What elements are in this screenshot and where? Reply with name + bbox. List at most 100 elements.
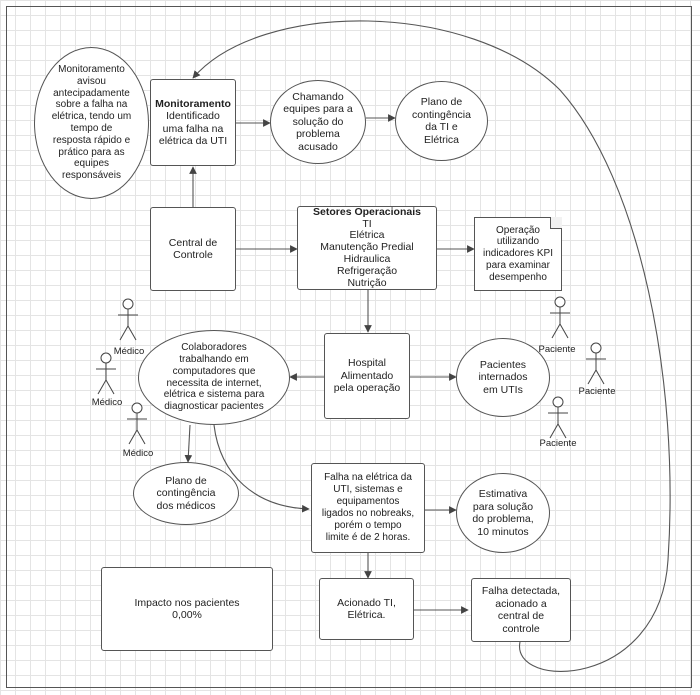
text-line: solução do	[292, 115, 344, 128]
arrow-detectada-to-monitoramento	[192, 20, 671, 672]
text-line: antecipadamente	[53, 87, 130, 99]
text-line: Monitoramento	[58, 64, 125, 76]
text-line: problema	[296, 128, 340, 141]
text-line: da TI e	[425, 121, 458, 133]
paciente-1-actor-icon	[550, 296, 570, 339]
medico-2-label: Médico	[91, 397, 123, 408]
text-line: Central de	[168, 236, 218, 249]
text-line: computadores que	[172, 365, 256, 377]
text-line: equipamentos	[336, 496, 400, 507]
text-line: necessita de internet,	[166, 377, 262, 389]
text-line: resposta rápido e	[52, 134, 131, 146]
paciente-2-actor-icon	[586, 342, 606, 385]
text-line: para examinar	[486, 259, 550, 271]
paciente-1-label: Paciente	[538, 344, 576, 355]
text-line: ligados no nobreaks,	[321, 508, 415, 519]
text-line: Estimativa	[478, 488, 528, 500]
text-line: Plano de	[420, 96, 463, 108]
text-line: Elétrica.	[347, 609, 386, 621]
text-line: acusado	[298, 140, 338, 153]
text-line: uma falha na	[162, 122, 224, 135]
text-line: tempo de	[70, 123, 113, 134]
text-line: diagnosticar pacientes	[164, 401, 264, 413]
text-line: controle	[502, 622, 540, 635]
medico-1-label: Médico	[113, 346, 145, 357]
medico-3-label: Médico	[122, 448, 154, 459]
text-line: utilizando	[496, 236, 540, 248]
text-line: desempenho	[489, 271, 547, 283]
text-line: Manutenção Predial	[320, 241, 414, 254]
text-line: em UTIs	[483, 383, 523, 396]
paciente-3-label: Paciente	[539, 438, 577, 449]
text-line: indicadores KPI	[482, 248, 554, 260]
text-line: prático para as	[58, 146, 125, 158]
text-line: central de	[497, 610, 545, 622]
text-line: Elétrica	[423, 133, 459, 146]
text-line: equipes	[73, 158, 110, 170]
text-line: Alimentado	[340, 369, 394, 382]
text-line: Operação	[496, 224, 540, 236]
text-line: Elétrica	[349, 229, 385, 242]
paciente-3-actor-icon	[548, 396, 568, 439]
medico-1-actor-icon	[118, 298, 138, 341]
arrow-colaboradores-to-falha	[213, 424, 310, 513]
text-line: Hidraulica	[343, 252, 391, 265]
text-line: Impacto nos pacientes	[134, 596, 240, 609]
text-line: do problema,	[472, 513, 534, 525]
monitoramento-title: Monitoramento	[155, 97, 231, 110]
text-line: trabalhando em	[179, 353, 249, 365]
text-line: TI	[362, 217, 372, 230]
text-line: acionado a	[495, 597, 547, 610]
text-line: contingência	[156, 487, 216, 500]
text-line: sobre a falha na	[55, 99, 128, 111]
text-line: para solução	[472, 500, 534, 513]
text-line: Falha detectada,	[481, 585, 561, 597]
text-line: Controle	[173, 249, 213, 261]
text-line: Plano de	[165, 474, 207, 487]
paciente-2-label: Paciente	[578, 386, 616, 397]
text-line: elétrica, tendo um	[51, 111, 132, 123]
text-line: pela operação	[333, 382, 401, 395]
text-line: elétrica da UTI	[158, 135, 228, 147]
text-line: elétrica e sistema para	[163, 389, 265, 401]
text-line: Hospital	[348, 357, 386, 370]
diagram-frame	[6, 6, 692, 688]
text-line: limite é de 2 horas.	[325, 532, 411, 543]
text-line: Pacientes	[479, 358, 527, 371]
text-line: 10 minutos	[477, 525, 529, 538]
text-line: porém o tempo	[334, 520, 402, 531]
text-line: Nutrição	[347, 276, 387, 289]
acionado-ti-box: Acionado TI,Elétrica.	[319, 578, 414, 640]
text-line: dos médicos	[156, 499, 216, 512]
text-line: Falha na elétrica da	[324, 472, 412, 483]
text-line: responsáveis	[62, 170, 121, 182]
text-line: contingência	[412, 108, 471, 121]
text-line: Identificado	[166, 110, 220, 122]
medico-3-actor-icon	[127, 402, 147, 445]
text-line: UTI, sistemas e	[333, 484, 403, 495]
medico-2-actor-icon	[96, 352, 116, 395]
text-line: avisou	[77, 75, 106, 87]
text-line: Colaboradores	[181, 342, 247, 354]
text-line: Refrigeração	[336, 264, 398, 277]
text-line: Chamando	[292, 90, 344, 103]
operacao-note-fold	[550, 217, 562, 229]
setores-title: Setores Operacionais	[313, 205, 421, 218]
arrow-colaboradores-to-plano-medicos	[184, 424, 193, 463]
